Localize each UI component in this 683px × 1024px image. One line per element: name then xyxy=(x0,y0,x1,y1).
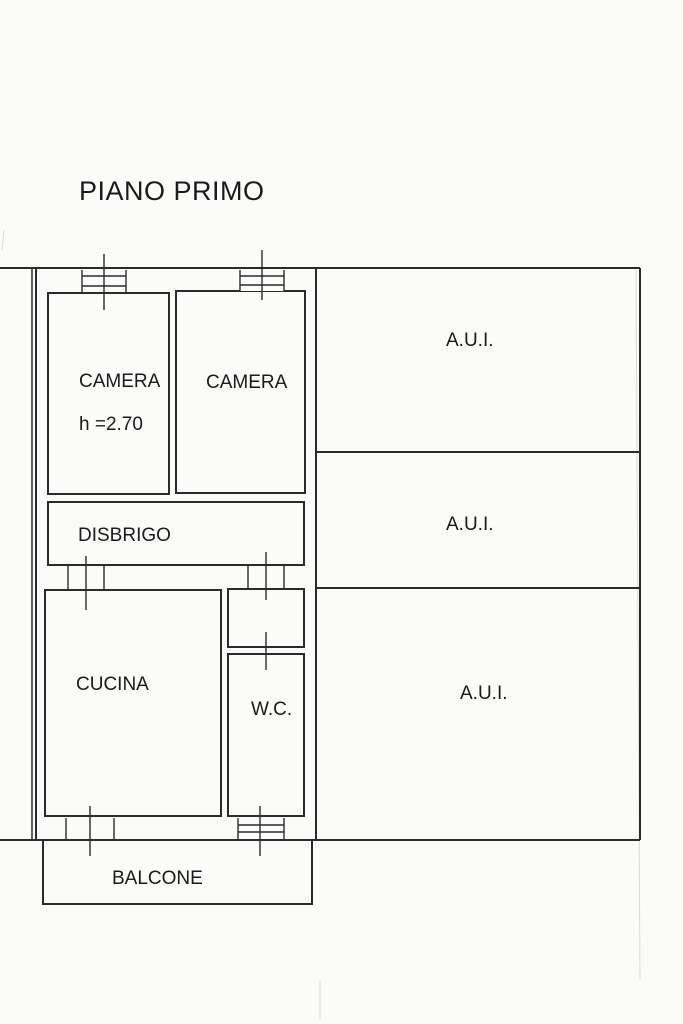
aui-partitions xyxy=(316,451,640,589)
door-closet xyxy=(247,552,285,600)
label-cucina: CUCINA xyxy=(76,674,149,695)
door-balcone-cucina xyxy=(65,806,115,856)
label-camera-1: CAMERA xyxy=(79,371,161,392)
outer-walls xyxy=(0,267,641,841)
label-camera-1-height: h =2.70 xyxy=(79,414,143,435)
plan-title: PIANO PRIMO xyxy=(79,176,265,206)
label-disbrigo: DISBRIGO xyxy=(78,525,171,546)
label-balcone: BALCONE xyxy=(112,868,203,889)
window-wc xyxy=(237,806,285,856)
balcony-outline xyxy=(42,840,313,905)
window-camera-1 xyxy=(81,254,127,310)
scan-artifacts xyxy=(1,229,641,1020)
room-camera-1 xyxy=(47,292,170,495)
window-camera-2 xyxy=(239,250,285,300)
label-wc: W.C. xyxy=(251,699,292,720)
label-aui-top: A.U.I. xyxy=(446,330,494,351)
label-aui-bottom: A.U.I. xyxy=(460,683,508,704)
label-camera-2: CAMERA xyxy=(206,372,288,393)
room-cucina xyxy=(44,589,222,817)
label-aui-middle: A.U.I. xyxy=(446,514,494,535)
room-wc xyxy=(227,653,305,817)
door-cucina xyxy=(67,556,105,610)
room-disbrigo xyxy=(47,501,305,566)
